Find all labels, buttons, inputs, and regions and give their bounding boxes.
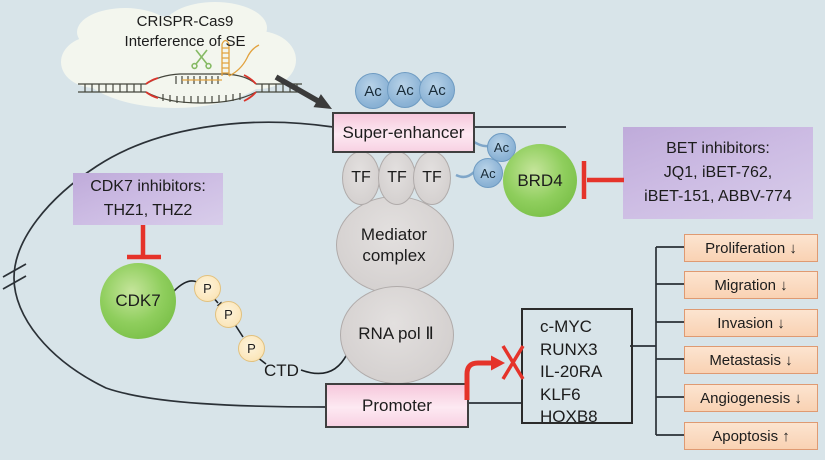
outcome-label: Apoptosis ↑ — [712, 427, 790, 445]
brd4-node: BRD4 — [503, 144, 577, 217]
ac-label: Ac — [396, 81, 414, 99]
tf-label: TF — [422, 169, 442, 186]
phosphate-3: P — [238, 335, 265, 362]
gene-item: IL-20RA — [540, 362, 603, 381]
outcome-angiogenesis: Angiogenesis ↓ — [684, 384, 818, 412]
ac-mark-5: Ac — [473, 158, 503, 188]
outcome-label: Proliferation ↓ — [705, 239, 797, 257]
tf-node-1: TF — [342, 151, 380, 205]
outcome-metastasis: Metastasis ↓ — [684, 346, 818, 374]
outcome-label: Invasion ↓ — [717, 314, 785, 332]
mediator-label-line1: Mediator — [360, 225, 428, 244]
outcome-label: Metastasis ↓ — [709, 351, 793, 369]
ac-mark-1: Ac — [355, 73, 391, 109]
dna-cut-marks — [145, 74, 257, 102]
tf-label: TF — [387, 169, 407, 186]
brd4-inhibition-tbar — [581, 161, 624, 199]
ctd-label: CTD — [264, 361, 299, 380]
p-label: P — [203, 281, 212, 296]
outcome-apoptosis: Apoptosis ↑ — [684, 422, 818, 450]
tf-node-3: TF — [413, 151, 451, 205]
gene-item: RUNX3 — [540, 339, 598, 359]
p-label: P — [224, 307, 233, 322]
bet-inhibitors-line2: JQ1, iBET-762, — [663, 164, 773, 181]
dna-bubble-icon — [78, 73, 302, 104]
outcome-invasion: Invasion ↓ — [684, 309, 818, 337]
rna-pol-ii-node — [340, 286, 454, 384]
cloud-title-line1: CRISPR-Cas9 — [136, 13, 234, 30]
mediator-complex-label: Mediator complex — [334, 224, 454, 266]
rna-pol-ii-label: RNA pol Ⅱ — [358, 324, 434, 343]
cdk7-inhibitors-line2: THZ1, THZ2 — [103, 202, 193, 219]
x-mark-icon — [501, 345, 525, 380]
ac-label: Ac — [493, 140, 510, 155]
gene-item: c-MYC — [540, 317, 592, 336]
bet-inhibitors-box: BET inhibitors: JQ1, iBET-762, iBET-151,… — [623, 127, 813, 219]
super-enhancer-box: Super-enhancer — [332, 112, 475, 153]
phosphate-1: P — [194, 275, 221, 302]
ac-mark-2: Ac — [387, 72, 423, 108]
tf-label: TF — [351, 169, 371, 186]
outcome-migration: Migration ↓ — [684, 271, 818, 299]
mediator-complex-node — [336, 196, 454, 294]
interference-arrow-icon — [274, 74, 332, 109]
cdk7-inhibitors-line1: CDK7 inhibitors: — [90, 178, 206, 195]
bet-inhibitors-line3: iBET-151, ABBV-774 — [644, 188, 792, 205]
promoter-box: Promoter — [325, 383, 469, 428]
loop-break-marks — [2, 263, 27, 290]
outcome-label: Migration ↓ — [714, 276, 788, 294]
scissors-icon — [191, 49, 212, 70]
outcome-label: Angiogenesis ↓ — [700, 389, 802, 407]
gene-item: KLF6 — [540, 384, 581, 404]
blocked-transcription-arrow — [464, 345, 525, 400]
ac-label: Ac — [364, 82, 382, 100]
cdk7-label: CDK7 — [115, 291, 161, 310]
ac-mark-3: Ac — [419, 72, 455, 108]
outcome-bracket-lines — [630, 246, 684, 436]
cdk7-inhibitors-box: CDK7 inhibitors: THZ1, THZ2 — [73, 173, 223, 225]
tf-node-2: TF — [378, 151, 416, 205]
gene-item: HOXB8 — [540, 407, 598, 426]
ac-label: Ac — [428, 81, 446, 99]
p-label: P — [247, 341, 256, 356]
promoter-label: Promoter — [362, 395, 432, 415]
cdk7-node: CDK7 — [100, 263, 176, 339]
cdk7-inhibition-tbar — [127, 225, 161, 260]
cloud-title-line2: Interference of SE — [124, 33, 246, 50]
mediator-label-line2: complex — [362, 246, 426, 265]
bet-inhibitors-line1: BET inhibitors: — [666, 140, 770, 157]
brd4-label: BRD4 — [517, 170, 563, 190]
gene-list-box: c-MYC RUNX3 IL-20RA KLF6 HOXB8 — [521, 308, 633, 426]
ac-label: Ac — [480, 165, 496, 181]
phosphate-2: P — [215, 301, 242, 328]
outcome-proliferation: Proliferation ↓ — [684, 234, 818, 262]
super-enhancer-label: Super-enhancer — [342, 122, 465, 142]
